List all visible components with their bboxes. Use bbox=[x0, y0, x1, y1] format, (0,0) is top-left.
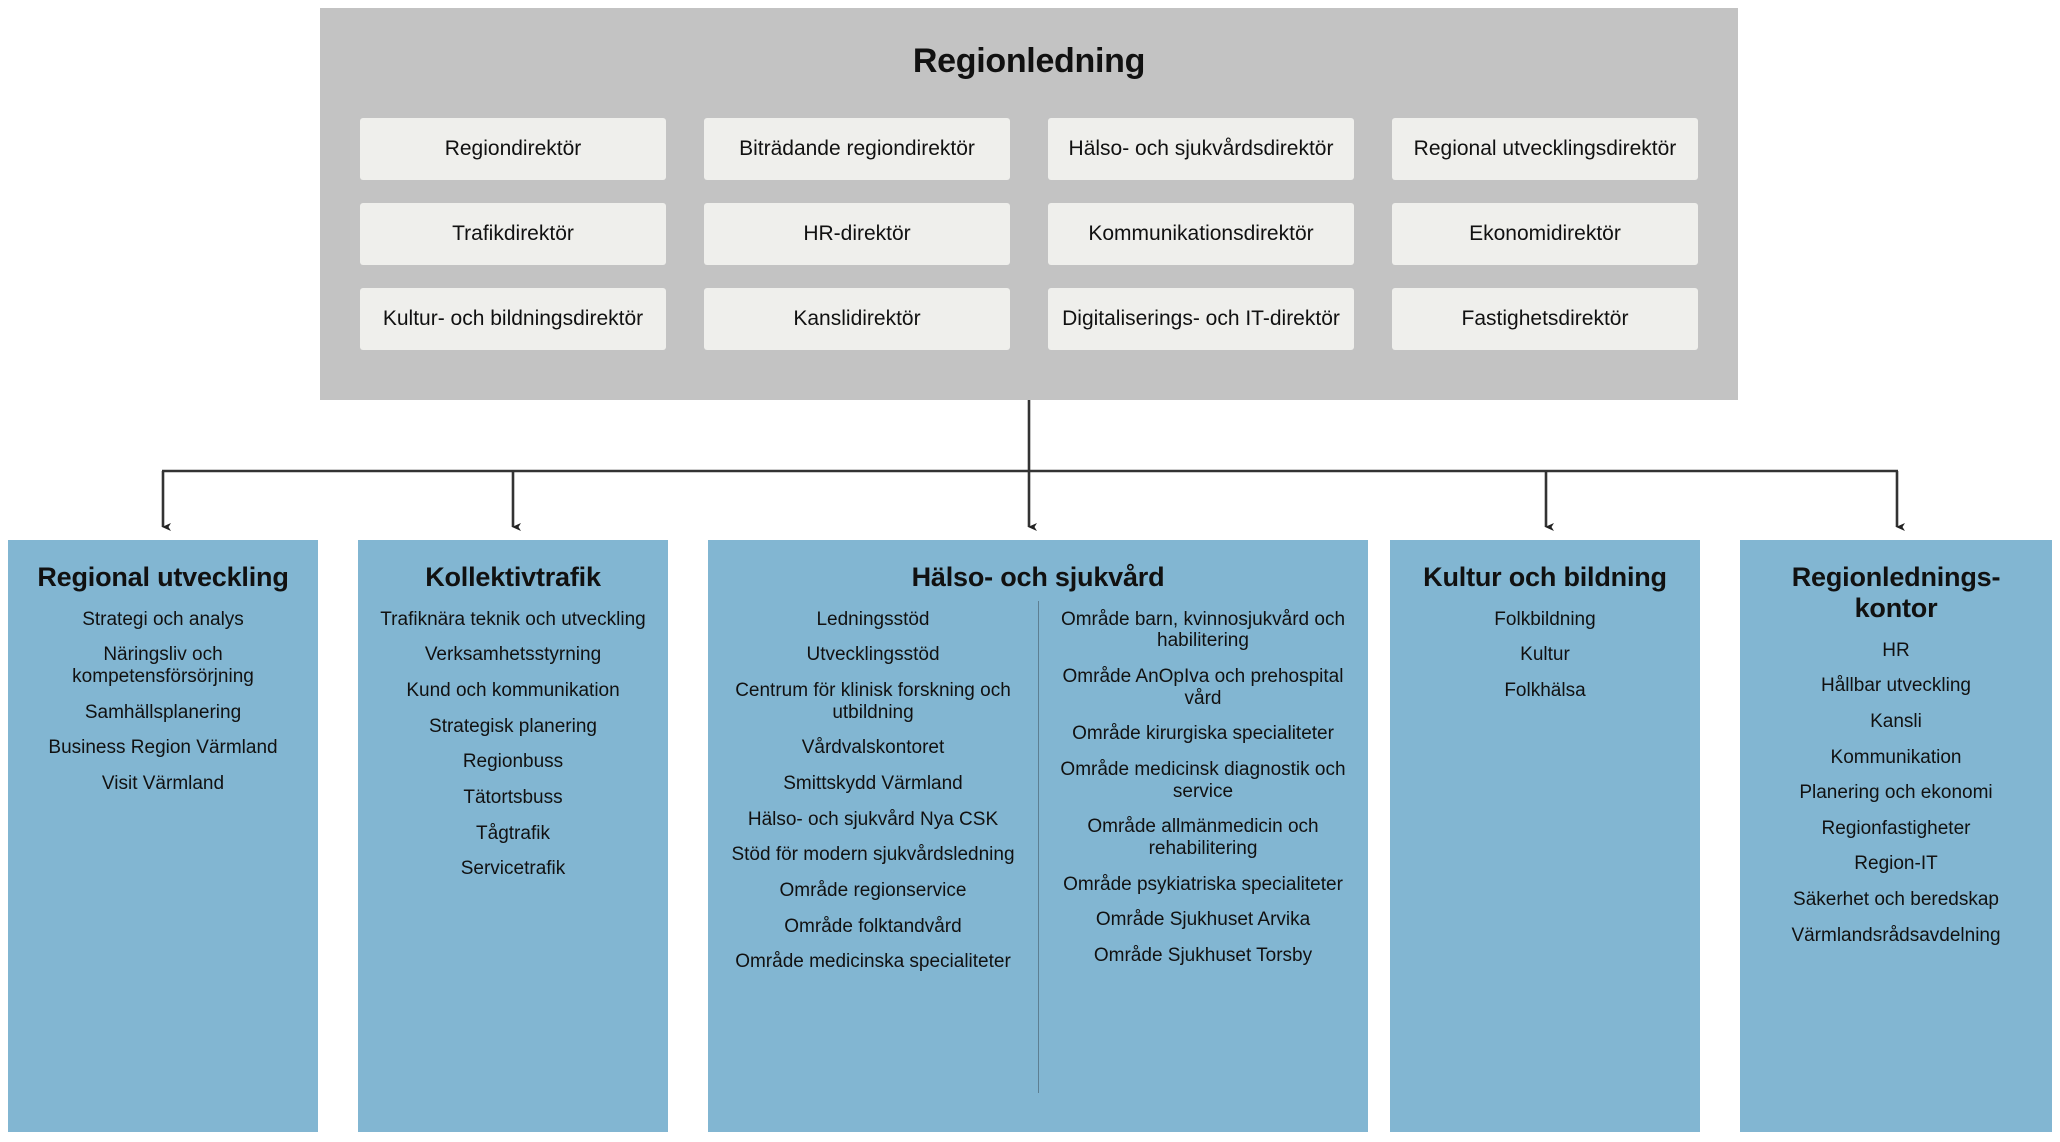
unit-column-kollektivtrafik[interactable]: Kollektivtrafik Trafiknära teknik och ut… bbox=[358, 540, 668, 1132]
unit-item[interactable]: Planering och ekonomi bbox=[1799, 782, 1993, 804]
director-box-kultur-och-bildningsdirektor[interactable]: Kultur- och bildningsdirektör bbox=[360, 288, 666, 350]
unit-item[interactable]: Strategi och analys bbox=[82, 608, 244, 630]
unit-item[interactable]: Regionbuss bbox=[462, 751, 564, 773]
unit-item[interactable]: Område medicinska specialiteter bbox=[735, 951, 1011, 973]
unit-item-list-regionledningskontor: HR Hållbar utveckling Kansli Kommunikati… bbox=[1740, 640, 2052, 947]
unit-item[interactable]: Område allmänmedicin och rehabilitering bbox=[1087, 816, 1319, 860]
halso-subcolumn-right: Område barn, kvinnosjukvård och habilite… bbox=[1038, 609, 1368, 987]
unit-item[interactable]: Kommunikation bbox=[1830, 746, 1962, 768]
director-box-kanslidirektor[interactable]: Kanslidirektör bbox=[704, 288, 1010, 350]
unit-item[interactable]: HR bbox=[1882, 639, 1910, 661]
unit-item[interactable]: Värmlandsrådsavdelning bbox=[1791, 924, 2001, 946]
unit-item[interactable]: Tätortsbuss bbox=[463, 787, 563, 809]
director-box-kommunikationsdirektor[interactable]: Kommunikationsdirektör bbox=[1048, 203, 1354, 265]
director-box-fastighetsdirektor[interactable]: Fastighetsdirektör bbox=[1392, 288, 1698, 350]
unit-item[interactable]: Säkerhet och beredskap bbox=[1793, 889, 1999, 911]
unit-column-kultur-och-bildning[interactable]: Kultur och bildning Folkbildning Kultur … bbox=[1390, 540, 1700, 1132]
director-box-digitaliserings-och-it-direktor[interactable]: Digitaliserings- och IT-direktör bbox=[1048, 288, 1354, 350]
director-box-regiondirektor[interactable]: Regiondirektör bbox=[360, 118, 666, 180]
unit-item-list-halso-left: Ledningsstöd Utvecklingsstöd Centrum för… bbox=[708, 609, 1038, 973]
unit-item[interactable]: Hälso- och sjukvård Nya CSK bbox=[747, 808, 999, 830]
unit-item[interactable]: Hållbar utveckling bbox=[1821, 675, 1971, 697]
leadership-block: Regionledning Regiondirektör Biträdande … bbox=[320, 8, 1738, 400]
unit-title-regional-utveckling: Regional utveckling bbox=[37, 562, 289, 592]
unit-item[interactable]: Stöd för modern sjukvårdsledning bbox=[731, 844, 1015, 866]
unit-item[interactable]: Område Sjukhuset Arvika bbox=[1095, 909, 1311, 931]
halso-sjukvard-divider bbox=[1038, 600, 1039, 1093]
director-box-trafikdirektor[interactable]: Trafikdirektör bbox=[360, 203, 666, 265]
unit-column-regionledningskontor[interactable]: Regionlednings-kontor HR Hållbar utveckl… bbox=[1740, 540, 2052, 1132]
unit-column-regional-utveckling[interactable]: Regional utveckling Strategi och analys … bbox=[8, 540, 318, 1132]
unit-item[interactable]: Folkbildning bbox=[1494, 608, 1596, 630]
unit-item[interactable]: Vårdvalskontoret bbox=[801, 737, 945, 759]
unit-item[interactable]: Regionfastigheter bbox=[1821, 817, 1971, 839]
unit-item-list-kultur-och-bildning: Folkbildning Kultur Folkhälsa bbox=[1390, 609, 1700, 702]
unit-item[interactable]: Område kirurgiska specialiteter bbox=[1072, 723, 1334, 745]
unit-item[interactable]: Servicetrafik bbox=[460, 858, 566, 880]
unit-item[interactable]: Strategisk planering bbox=[429, 715, 597, 737]
unit-item[interactable]: Kansli bbox=[1870, 710, 1922, 732]
unit-title-kultur-och-bildning: Kultur och bildning bbox=[1423, 562, 1667, 592]
director-box-ekonomidirektor[interactable]: Ekonomidirektör bbox=[1392, 203, 1698, 265]
unit-item[interactable]: Visit Värmland bbox=[101, 773, 225, 795]
director-box-halso-och-sjukvardsdirektor[interactable]: Hälso- och sjukvårdsdirektör bbox=[1048, 118, 1354, 180]
unit-item[interactable]: Kultur bbox=[1520, 644, 1570, 666]
unit-item-list-halso-right: Område barn, kvinnosjukvård och habilite… bbox=[1038, 609, 1368, 967]
unit-item[interactable]: Område folktandvård bbox=[784, 915, 962, 937]
unit-item[interactable]: Trafiknära teknik och utveckling bbox=[380, 608, 646, 630]
unit-item-list-regional-utveckling: Strategi och analys Näringsliv och kompe… bbox=[8, 609, 318, 795]
unit-item[interactable]: Samhällsplanering bbox=[84, 701, 242, 723]
leadership-title: Regionledning bbox=[912, 42, 1146, 80]
unit-column-halso-och-sjukvard[interactable]: Hälso- och sjukvård Ledningsstöd Utveckl… bbox=[708, 540, 1368, 1132]
unit-item[interactable]: Region-IT bbox=[1854, 853, 1938, 875]
unit-title-kollektivtrafik: Kollektivtrafik bbox=[425, 562, 601, 592]
unit-item[interactable]: Område psykiatriska specialiteter bbox=[1063, 873, 1343, 895]
halso-sjukvard-split: Ledningsstöd Utvecklingsstöd Centrum för… bbox=[708, 600, 1368, 1093]
unit-item-list-kollektivtrafik: Trafiknära teknik och utveckling Verksam… bbox=[358, 609, 668, 880]
unit-title-regionledningskontor: Regionlednings-kontor bbox=[1791, 562, 2001, 623]
unit-item[interactable]: Område AnOpIva och prehospital vård bbox=[1062, 666, 1344, 709]
units-row: Regional utveckling Strategi och analys … bbox=[0, 540, 2060, 1132]
director-grid: Regiondirektör Biträdande regiondirektör… bbox=[360, 118, 1698, 350]
unit-item[interactable]: Område regionservice bbox=[779, 880, 967, 902]
unit-item[interactable]: Centrum för klinisk forskning och utbild… bbox=[735, 680, 1011, 723]
halso-subcolumn-left: Ledningsstöd Utvecklingsstöd Centrum för… bbox=[708, 609, 1038, 987]
unit-item[interactable]: Ledningsstöd bbox=[816, 608, 930, 630]
director-box-hr-direktor[interactable]: HR-direktör bbox=[704, 203, 1010, 265]
unit-item[interactable]: Smittskydd Värmland bbox=[783, 773, 963, 795]
unit-item[interactable]: Område barn, kvinnosjukvård och habilite… bbox=[1060, 608, 1346, 652]
unit-item[interactable]: Verksamhetsstyrning bbox=[424, 644, 602, 666]
unit-item[interactable]: Område medicinsk diagnostik och service bbox=[1060, 759, 1346, 802]
unit-item[interactable]: Tågtrafik bbox=[476, 822, 550, 844]
unit-item[interactable]: Utvecklingsstöd bbox=[806, 644, 940, 666]
director-box-bitradande-regiondirektor[interactable]: Biträdande regiondirektör bbox=[704, 118, 1010, 180]
unit-item[interactable]: Business Region Värmland bbox=[48, 737, 278, 759]
unit-item[interactable]: Folkhälsa bbox=[1504, 680, 1586, 702]
director-box-regional-utvecklingsdirektor[interactable]: Regional utvecklingsdirektör bbox=[1392, 118, 1698, 180]
unit-item[interactable]: Kund och kommunikation bbox=[406, 680, 620, 702]
unit-title-halso-och-sjukvard: Hälso- och sjukvård bbox=[911, 562, 1165, 592]
unit-item[interactable]: Område Sjukhuset Torsby bbox=[1093, 944, 1313, 966]
unit-item[interactable]: Näringsliv och kompetensförsörjning bbox=[72, 644, 254, 688]
